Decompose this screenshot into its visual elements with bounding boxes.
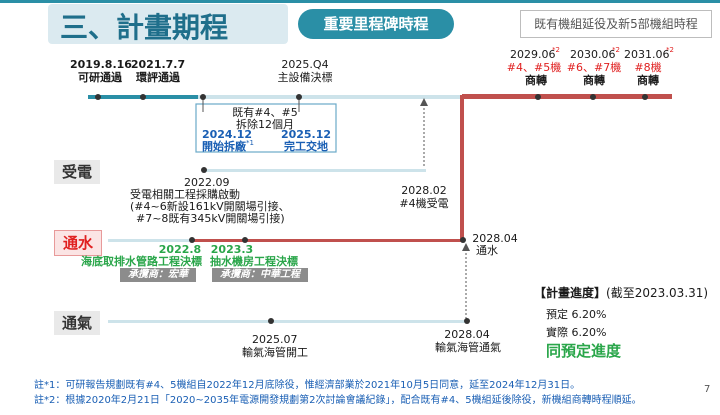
dot-2021 [140,94,146,100]
c3-date: 2031.06 [624,48,670,61]
c3-units: #8機 [634,61,662,74]
c2-date: 2030.06 [570,48,616,61]
power-timeline [204,169,426,172]
dot-power-2022 [201,167,207,173]
box-start-text: 開始拆廠 [202,140,246,153]
dot-2030 [590,94,596,100]
red-vertical-line [460,95,464,240]
dot-gas-2025 [268,318,274,324]
water-t1: 海底取排水管路工程決標 [81,255,202,268]
row-label-gas: 通氣 [54,311,100,335]
progress-status: 同預定進度 [546,342,622,360]
dot-2025 [296,94,302,100]
c3-sup: *2 [666,46,674,54]
dot-2024 [200,94,206,100]
water-milestone-date: 2028.04 [472,232,518,245]
m2-date: 2021.7.7 [130,58,186,71]
footnote-2: 註*2：根據2020年2月21日「2020~2035年電源開發規劃第2次討論會議… [34,395,642,406]
c1-text: 商轉 [525,74,547,87]
box-line1: 既有#4、#5 [232,106,298,119]
water-contractor-2: 承攬商：中華工程 [212,268,308,282]
dot-2019 [95,94,101,100]
box-line2: 拆除12個月 [236,118,294,131]
schedule-note-box: 既有機組延役及新5部機組時程 [520,10,712,38]
demolition-box [195,103,337,153]
c1-date: 2029.06 [510,48,556,61]
water-timeline-red [192,239,462,242]
row-label-power: 受電 [54,160,100,184]
c2-sup: *2 [612,46,620,54]
top-accent-line [0,0,720,3]
top-timeline-light [88,95,672,99]
gas-t2: 輸氣海管通氣 [435,341,501,354]
dot-water-2028 [460,237,466,243]
m2-text: 環評通過 [136,71,180,84]
c1-units: #4、#5機 [506,61,562,74]
box-end-date: 2025.12 [280,128,332,141]
page-title: 三、計畫期程 [60,11,229,44]
row-label-water: 通水 [54,230,102,256]
milestone-pill: 重要里程碑時程 [298,9,454,39]
gas-t1: 輸氣海管開工 [242,346,308,359]
gas-timeline [108,320,468,323]
dot-water-2022 [189,237,195,243]
c1-sup: *2 [552,46,560,54]
box-end-text: 完工交地 [284,140,328,153]
power-milestone-date: 2028.02 [401,184,447,197]
c2-units: #6、#7機 [566,61,622,74]
dot-2031 [642,94,648,100]
power-line1: 受電相關工程採購啟動 [130,188,240,201]
progress-as-of: (截至2023.03.31) [606,286,709,300]
top-timeline-red [462,94,672,99]
title-background [48,4,288,44]
arrow-2028-04 [462,243,470,251]
box-start-sup: *1 [246,139,254,147]
water-d1: 2022.8 [158,243,202,256]
footnote-1: 註*1：可研報告規劃既有#4、5機組自2022年12月底除役，惟經濟部業於202… [34,380,581,391]
dot-gas-2028 [464,318,470,324]
water-d2: 2023.3 [210,243,254,256]
dot-2029 [535,94,541,100]
m1-text: 可研通過 [78,71,122,84]
dot-water-2023 [242,237,248,243]
progress-title: 【計畫進度】 [534,286,607,300]
water-t2: 抽水機房工程決標 [210,255,298,268]
m3-date: 2025.Q4 [281,58,329,71]
power-milestone-text: #4機受電 [399,197,449,210]
m1-date: 2019.8.16 [70,58,132,71]
water-contractor-1: 承攬商：宏華 [120,268,196,282]
progress-planned: 預定 6.20% [546,308,607,321]
page-number: 7 [704,384,711,395]
power-line3: #7~8既有345kV開關場引接) [136,212,285,225]
gas-d1: 2025.07 [252,333,298,346]
power-line2: (#4~6新設161kV開關場引接、 [130,200,290,213]
m3-text: 主設備決標 [277,71,333,84]
c3-text: 商轉 [637,74,659,87]
gas-d2: 2028.04 [444,328,490,341]
box-start-date: 2024.12 [201,128,253,141]
water-milestone-text: 通水 [476,244,498,257]
arrow-2028-02 [420,98,428,106]
progress-actual: 實際 6.20% [546,326,607,339]
power-date: 2022.09 [184,176,230,189]
c2-text: 商轉 [583,74,605,87]
